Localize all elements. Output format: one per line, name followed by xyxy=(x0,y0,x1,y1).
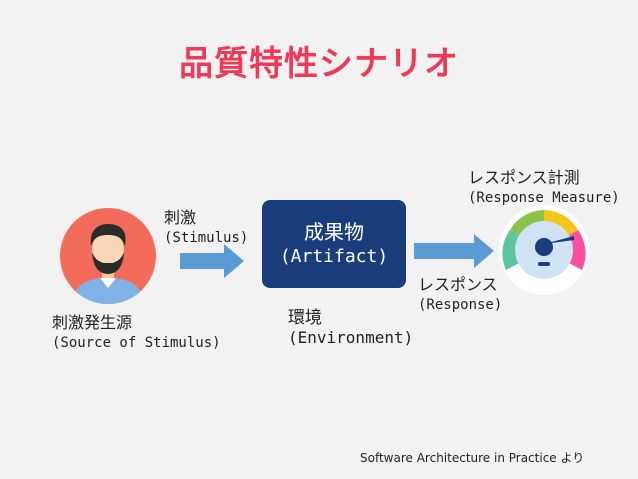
response-measure-label-en: (Response Measure) xyxy=(468,190,620,206)
stimulus-arrow-icon xyxy=(180,244,244,278)
artifact-label-ja: 成果物 xyxy=(304,220,364,244)
response-measure-label-ja: レスポンス計測 xyxy=(468,168,580,187)
environment-label-en: (Environment) xyxy=(288,328,414,347)
page-title: 品質特性シナリオ xyxy=(179,44,459,84)
stimulus-label-ja: 刺激 xyxy=(164,208,197,227)
response-arrow-icon xyxy=(414,234,494,268)
source-label-en: (Source of Stimulus) xyxy=(52,335,221,351)
person-avatar-icon xyxy=(60,208,156,304)
artifact-label-en: (Artifact) xyxy=(279,246,389,267)
response-label-en: (Response) xyxy=(418,297,503,313)
source-citation: Software Architecture in Practice より xyxy=(360,451,585,465)
environment-label-ja: 環境 xyxy=(288,308,322,328)
artifact-box: 成果物 (Artifact) xyxy=(262,200,406,288)
source-label-ja: 刺激発生源 xyxy=(52,313,133,332)
stimulus-label-en: (Stimulus) xyxy=(164,230,249,246)
response-label-ja: レスポンス xyxy=(418,275,498,294)
gauge-icon xyxy=(499,205,589,295)
